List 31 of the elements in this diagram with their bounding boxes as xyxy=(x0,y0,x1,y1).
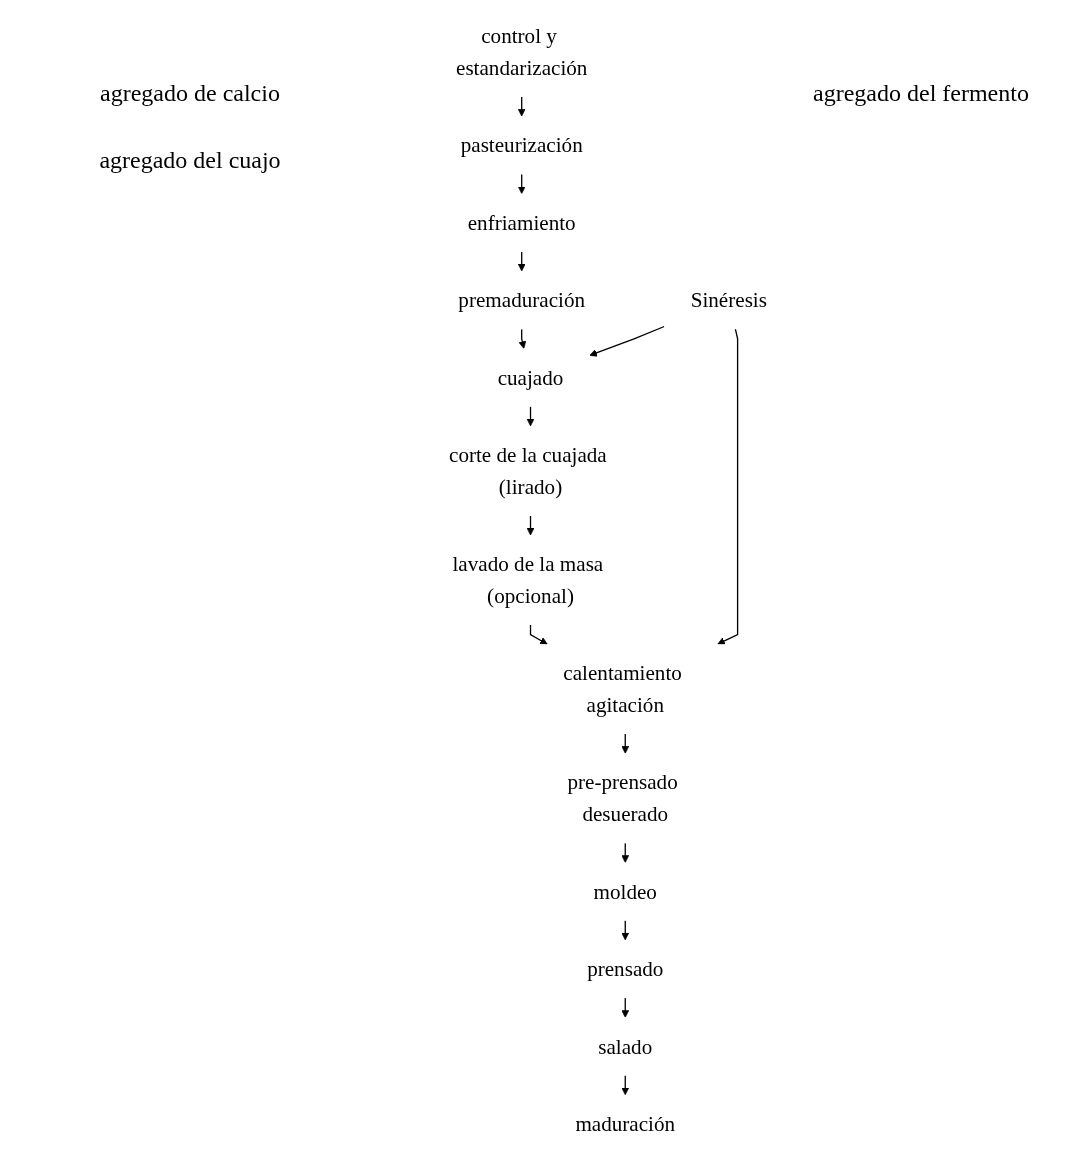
arrow xyxy=(621,1074,629,1096)
node-text: pre-prensado desuerado xyxy=(567,770,678,826)
arrow xyxy=(589,325,665,357)
arrow xyxy=(517,96,526,117)
note-text: agregado del cuajo xyxy=(98,147,282,174)
node-text: Sinéresis xyxy=(690,288,767,312)
arrow xyxy=(517,173,526,194)
arrow xyxy=(517,251,526,272)
node-text: corte de la cuajada (lirado) xyxy=(448,443,607,499)
arrow xyxy=(717,328,738,645)
node-text: salado xyxy=(597,1035,652,1058)
node-text: prensado xyxy=(586,957,664,981)
node-text: moldeo xyxy=(593,880,657,903)
node-text: premaduración xyxy=(458,288,585,312)
node-text: cuajado xyxy=(497,366,564,390)
node-text: control y estandarización xyxy=(455,24,588,80)
node-text: calentamiento agitación xyxy=(563,661,682,717)
note-text: agregado de calcio xyxy=(99,80,281,107)
arrow xyxy=(621,919,629,941)
arrow xyxy=(526,405,535,427)
note-text: agregado del fermento xyxy=(812,80,1030,107)
node-text: maduración xyxy=(575,1112,675,1136)
node-text: pasteurización xyxy=(460,133,583,157)
arrow xyxy=(518,328,526,349)
node-text: enfriamiento xyxy=(467,211,576,235)
arrow xyxy=(621,733,629,754)
node-text: lavado de la masa (opcional) xyxy=(452,552,603,608)
arrow xyxy=(526,515,535,536)
arrow xyxy=(621,842,629,863)
arrow xyxy=(529,624,548,645)
arrow xyxy=(621,997,629,1018)
